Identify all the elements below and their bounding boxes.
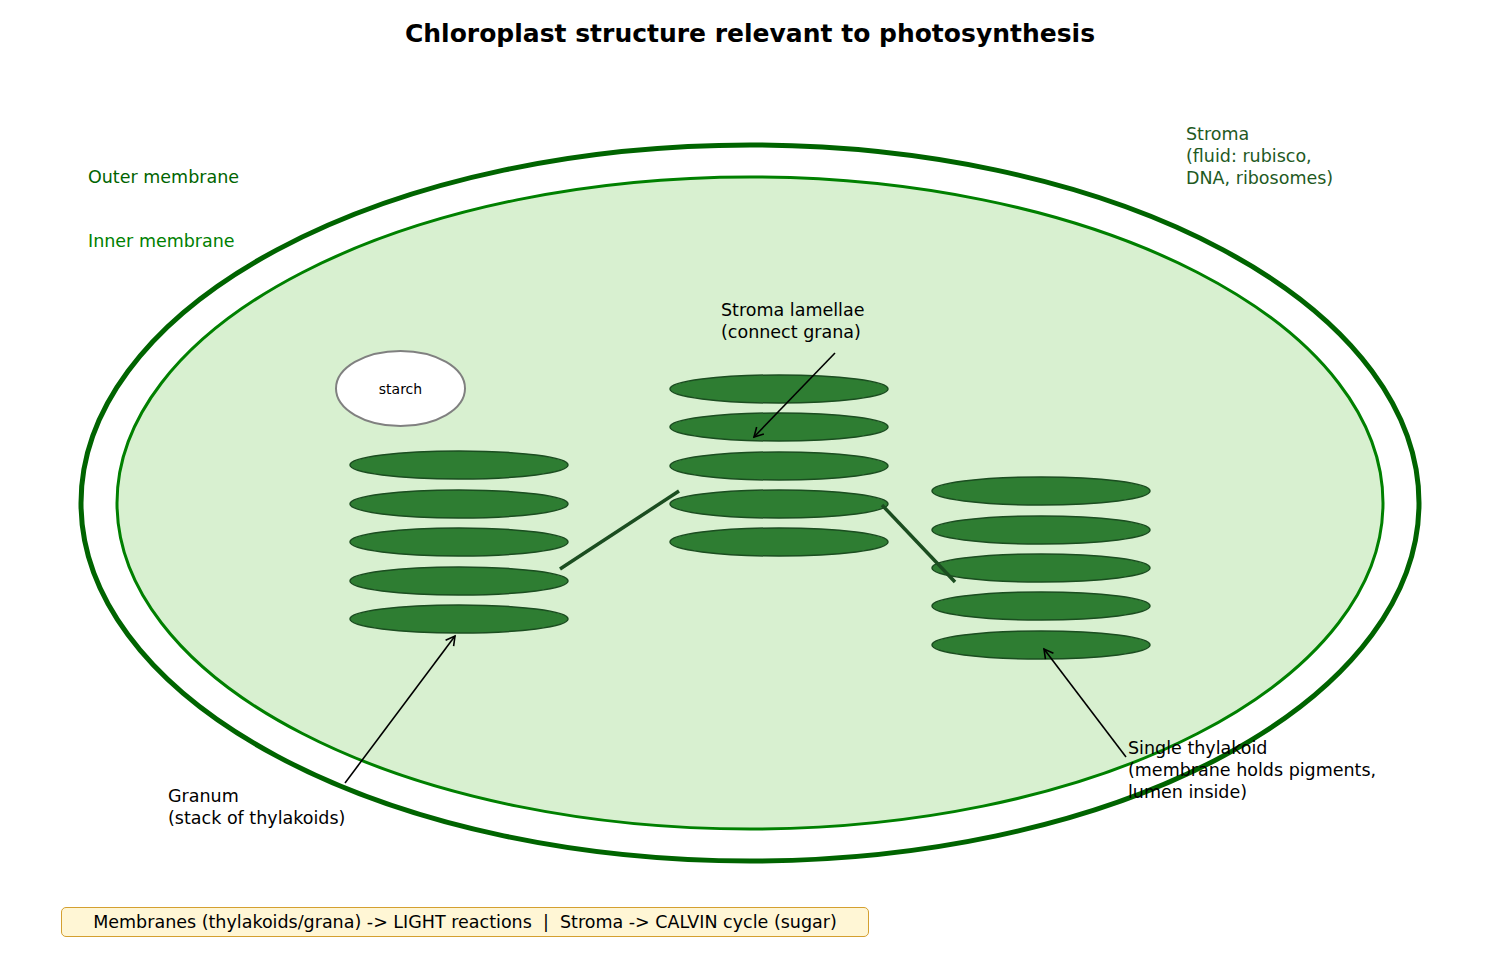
part-label: Granum (stack of thylakoids) (168, 785, 345, 829)
stroma-lamella (560, 491, 679, 569)
part-label: Stroma lamellae (connect grana) (721, 299, 864, 343)
part-label: Inner membrane (88, 230, 235, 252)
stroma-lamella (882, 505, 955, 582)
leader-arrow (1044, 649, 1126, 757)
node-text: starch (379, 381, 422, 397)
inner-membrane (117, 177, 1383, 829)
node-text: Membranes (thylakoids/grana) -> LIGHT re… (93, 912, 837, 932)
outer-membrane (81, 145, 1419, 861)
part-label: Outer membrane (88, 166, 239, 188)
part-label: Single thylakoid (membrane holds pigment… (1128, 737, 1376, 803)
leader-arrow (345, 636, 455, 783)
part-label: Stroma (fluid: rubisco, DNA, ribosomes) (1186, 123, 1333, 189)
note-box: Membranes (thylakoids/grana) -> LIGHT re… (61, 907, 869, 937)
grana (350, 375, 1150, 659)
starch-granule: starch (335, 350, 466, 427)
leader-arrow (754, 353, 835, 437)
diagram-title: Chloroplast structure relevant to photos… (0, 19, 1500, 48)
